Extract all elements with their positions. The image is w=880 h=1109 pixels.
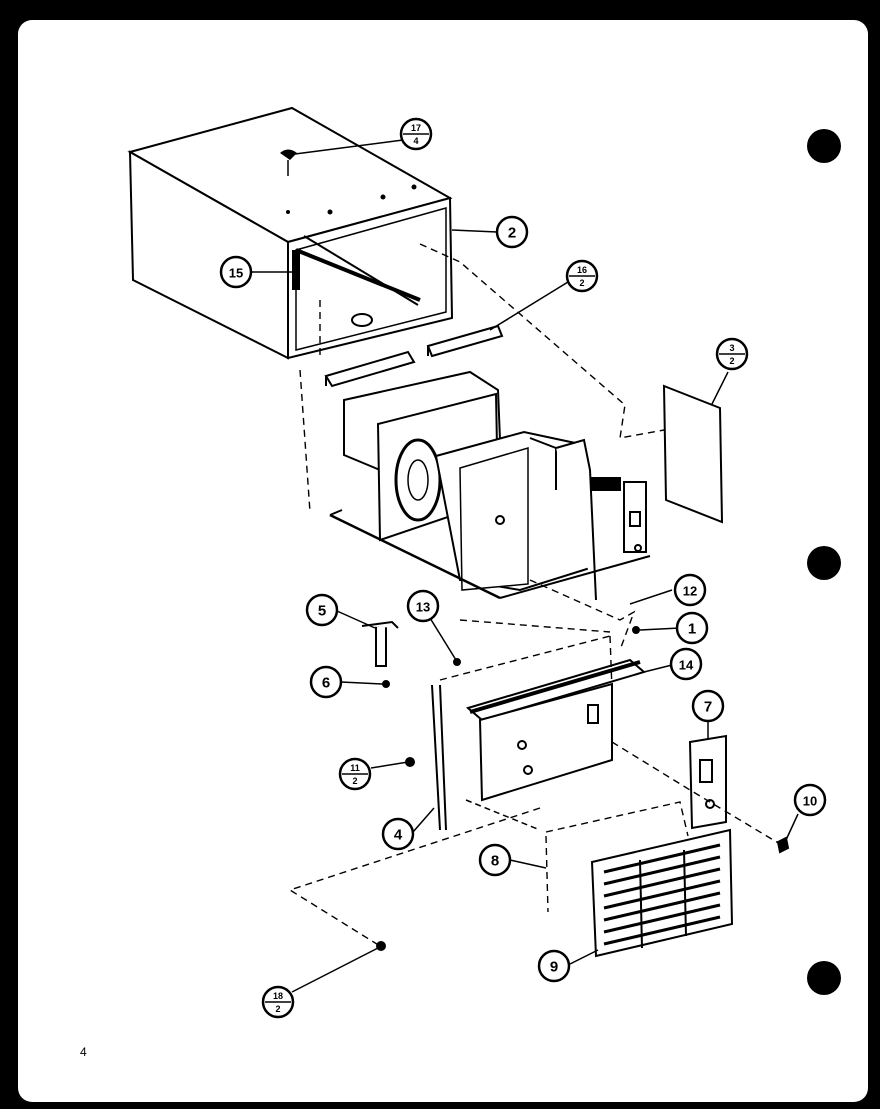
fraction-11-2-top: 11 [350,763,360,773]
callout-14: 14 [669,647,703,681]
fraction-16-2-top: 16 [577,265,587,275]
callout-4: 4 [381,817,415,851]
callout-12-label: 12 [683,584,697,599]
callout-9-label: 9 [550,959,558,976]
cabinet-housing [127,106,454,360]
binder-hole-middle [807,546,841,580]
fraction-11-2-bottom: 2 [352,776,357,786]
binder-hole-top [807,129,841,163]
fraction-16-2-bottom: 2 [579,278,584,288]
fraction-callout-3-2: 3 2 [715,337,749,371]
callout-5-label: 5 [318,603,326,620]
callout-2: 2 [495,215,529,249]
fraction-callout-18-2: 18 2 [261,985,295,1019]
callout-15: 15 [219,255,253,289]
callout-13-label: 13 [416,600,430,615]
chassis-assembly [329,370,651,601]
fraction-17-4-bottom: 4 [413,136,418,146]
fraction-3-2-bottom: 2 [729,356,734,366]
binder-hole-bottom [807,961,841,995]
lower-frame-assembly [431,658,647,831]
fraction-18-2-bottom: 2 [275,1004,280,1014]
assembly-lines [288,243,781,947]
front-panel-3 [662,384,724,524]
callout-6-label: 6 [322,675,330,692]
callout-5: 5 [305,593,339,627]
fraction-callout-16-2: 16 2 [565,259,599,293]
callout-10: 10 [793,783,827,817]
callout-6: 6 [309,665,343,699]
callout-2-label: 2 [508,225,516,242]
callout-14-label: 14 [679,658,694,673]
callout-7-label: 7 [704,699,712,716]
fraction-18-2-top: 18 [273,991,283,1001]
callout-1: 1 [675,611,709,645]
fraction-callout-11-2: 11 2 [338,757,372,791]
callout-8: 8 [478,843,512,877]
callout-4-label: 4 [394,827,403,844]
mounting-rails [324,324,504,388]
front-grille-9 [590,828,734,958]
callout-1-label: 1 [688,621,696,638]
fraction-3-2-top: 3 [729,343,734,353]
small-hardware [361,620,790,951]
callout-8-label: 8 [491,853,499,870]
callout-7: 7 [691,689,725,723]
callout-13: 13 [406,589,440,623]
callout-9: 9 [537,949,571,983]
callout-15-label: 15 [229,266,243,281]
fraction-17-4-top: 17 [411,123,421,133]
fraction-callout-17-4: 17 4 [399,117,433,151]
callout-12: 12 [673,573,707,607]
callout-10-label: 10 [803,794,817,809]
control-cover-7 [688,734,727,830]
page-number: 4 [80,1045,87,1059]
